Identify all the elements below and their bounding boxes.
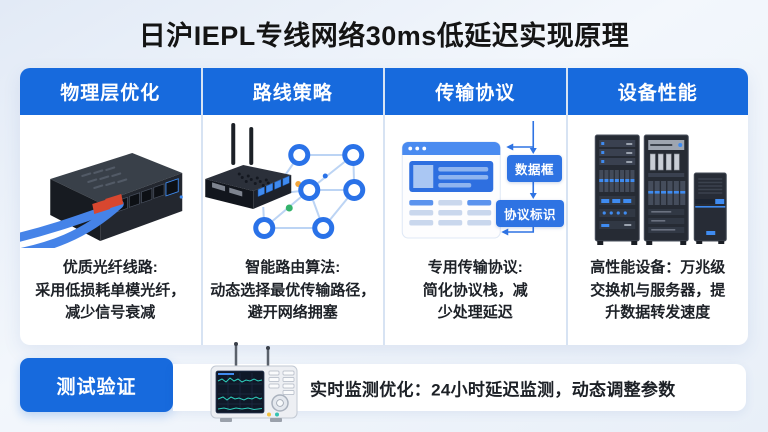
section-transport-protocol: 数据框 协议标识 传输协议 专用传输协议: 简化协议栈，减 少处理延迟 xyxy=(385,68,566,345)
section-caption-device-performance: 高性能设备：万兆级 交换机与服务器，提 升数据转发速度 xyxy=(590,259,726,321)
server-racks-and-tower-icon xyxy=(594,134,727,245)
section-caption-routing-strategy: 智能路由算法: 动态选择最优传输路径， 避开网络拥塞 xyxy=(210,259,376,321)
transport-protocol-illustration: 数据框 协议标识 xyxy=(385,115,566,248)
router-with-network-topology-icon xyxy=(204,123,365,239)
data-frame-label: 数据框 xyxy=(507,155,563,182)
section-caption-transport-protocol: 专用传输协议: 简化协议栈，减 少处理延迟 xyxy=(422,259,528,321)
network-analyzer-illustration xyxy=(206,340,302,426)
page-title: 日沪IEPL专线网络30ms低延迟实现原理 xyxy=(138,21,630,51)
test-verification-pill: 测试验证 xyxy=(20,358,173,412)
section-title-device-performance: 设备性能 xyxy=(567,68,748,115)
section-title-transport-protocol: 传输协议 xyxy=(385,68,566,115)
network-switch-with-fiber-cables-icon xyxy=(20,153,183,248)
browser-protocol-stack-icon xyxy=(401,121,537,239)
protocol-id-label: 协议标识 xyxy=(496,200,565,227)
section-caption-physical-layer: 优质光纤线路: 采用低损耗单模光纤， 减少信号衰减 xyxy=(35,259,186,321)
device-performance-illustration xyxy=(568,115,749,248)
section-physical-layer: 物理层优化 xyxy=(20,68,201,345)
section-device-performance: 设备性能 xyxy=(567,68,749,345)
routing-strategy-illustration xyxy=(203,115,384,248)
section-routing-strategy: 路线策略 xyxy=(202,68,384,345)
network-analyzer-device-icon xyxy=(210,342,298,422)
section-title-routing-strategy: 路线策略 xyxy=(202,68,383,115)
physical-layer-illustration xyxy=(20,115,201,248)
monitoring-caption: 实时监测优化：24小时延迟监测，动态调整参数 xyxy=(310,380,676,399)
main-card: 物理层优化 xyxy=(20,68,748,345)
section-title-physical-layer: 物理层优化 xyxy=(20,68,201,115)
